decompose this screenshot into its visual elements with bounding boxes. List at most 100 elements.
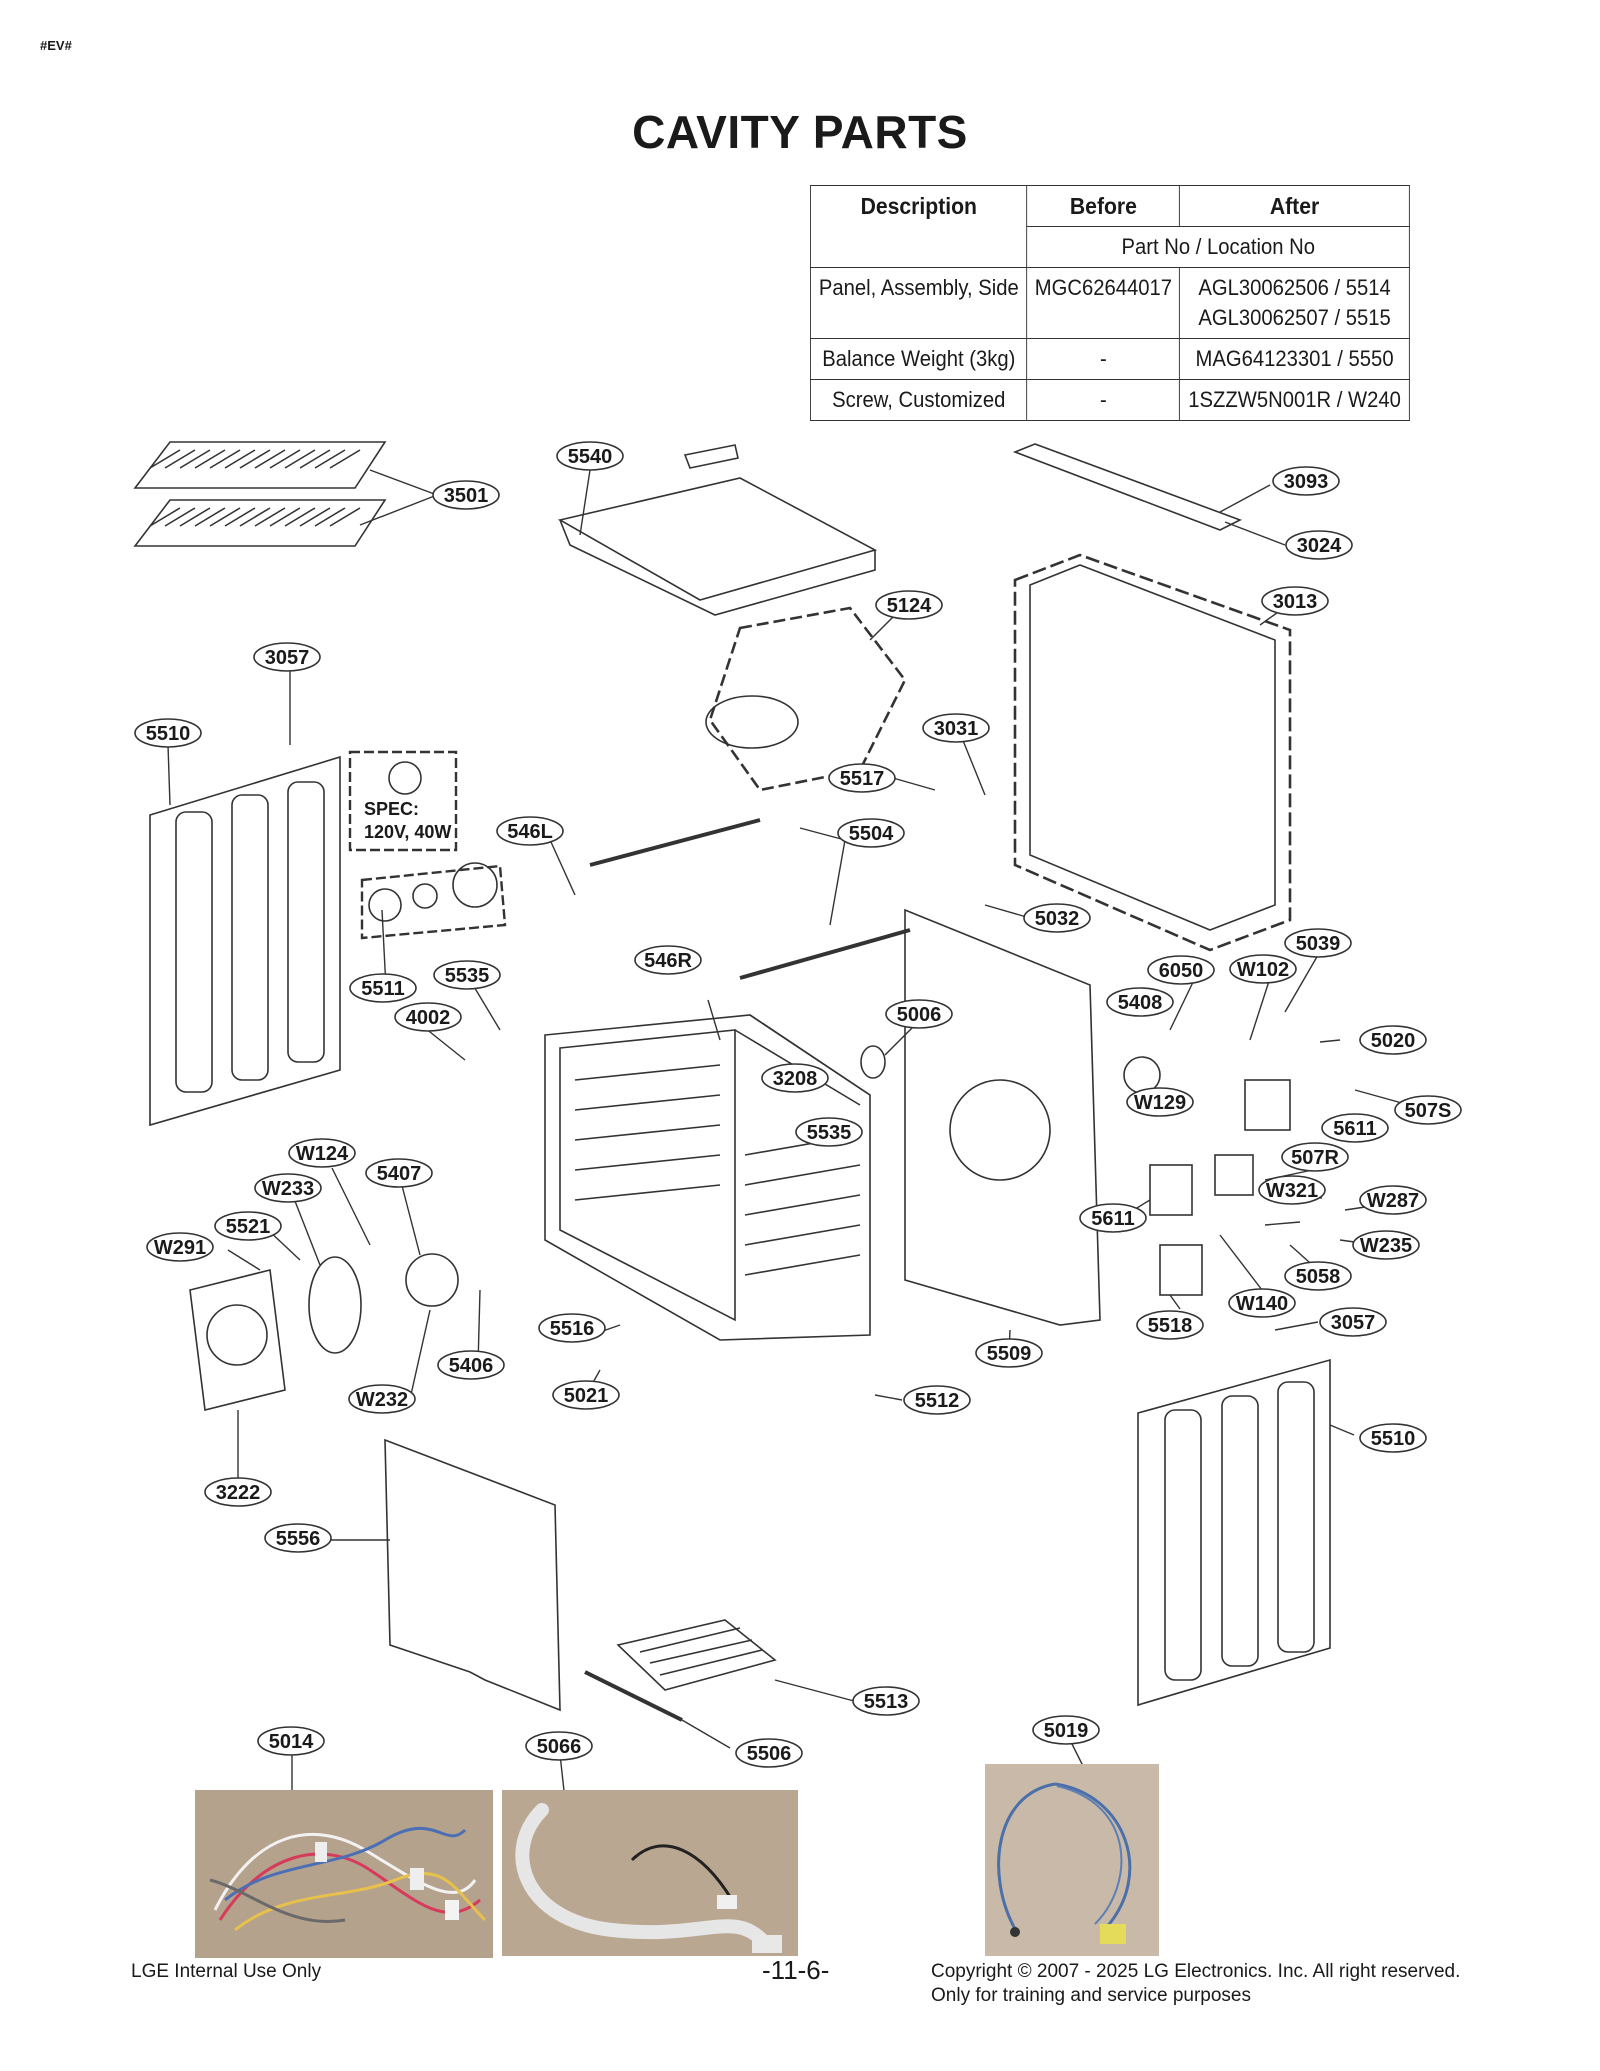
svg-text:5521: 5521 — [226, 1216, 271, 1238]
fan-motor-drawing — [705, 695, 799, 749]
bearing-drawing — [860, 1045, 886, 1079]
bulb-spec-box — [348, 750, 458, 852]
rear-cover-group — [1013, 553, 1292, 952]
part-callout: 3222 — [204, 1477, 272, 1507]
svg-text:3222: 3222 — [216, 1482, 261, 1504]
svg-text:3013: 3013 — [1273, 591, 1318, 613]
svg-text:W287: W287 — [1367, 1190, 1419, 1212]
rear-frame-drawing — [904, 908, 1101, 1326]
svg-text:507R: 507R — [1291, 1147, 1339, 1169]
part-callout: 5504 — [837, 818, 905, 848]
document-tag: #EV# — [40, 38, 72, 53]
copyright-line: Copyright © 2007 - 2025 LG Electronics. … — [931, 1961, 1461, 1982]
part-callout: 507S — [1394, 1095, 1462, 1125]
part-callout: 5540 — [556, 441, 624, 471]
part-callout: 5516 — [538, 1313, 606, 1343]
svg-text:5124: 5124 — [887, 595, 932, 617]
svg-text:5517: 5517 — [840, 768, 885, 790]
svg-text:5518: 5518 — [1148, 1315, 1193, 1337]
part-callout: 5019 — [1032, 1715, 1100, 1745]
wire-assembly-photo — [985, 1764, 1159, 1956]
row-description: Screw, Customized — [809, 379, 1028, 421]
part-callout: 5611 — [1321, 1113, 1389, 1143]
part-callout: 507R — [1281, 1142, 1349, 1172]
bulb-icon — [388, 761, 422, 795]
svg-text:W129: W129 — [1134, 1092, 1186, 1114]
part-callout: 5006 — [885, 999, 953, 1029]
callout-labels: 5540 3501 3093 3024 3013 5124 3057 5510 … — [134, 441, 1462, 1768]
svg-text:5535: 5535 — [445, 965, 490, 987]
part-callout: 5535 — [433, 960, 501, 990]
part-callout: 5506 — [735, 1738, 803, 1768]
svg-text:5407: 5407 — [377, 1163, 422, 1185]
footer-internal-note: LGE Internal Use Only — [131, 1961, 322, 1982]
part-callout: 3501 — [432, 480, 500, 510]
part-callout: 5058 — [1284, 1261, 1352, 1291]
svg-text:5006: 5006 — [897, 1004, 942, 1026]
part-callout: 3093 — [1272, 466, 1340, 496]
part-callout: 3024 — [1285, 530, 1353, 560]
row-after: MAG64123301 / 5550 — [1179, 338, 1410, 380]
part-callout: 5014 — [257, 1726, 325, 1756]
svg-text:546R: 546R — [644, 950, 692, 972]
side-panel-right-drawing — [1137, 1358, 1331, 1707]
svg-text:5506: 5506 — [747, 1743, 792, 1765]
part-callout: 3208 — [761, 1063, 829, 1093]
part-callout: W102 — [1229, 954, 1297, 984]
svg-text:W233: W233 — [262, 1178, 314, 1200]
oven-rack-drawing — [133, 441, 387, 547]
part-callout: 5511 — [349, 973, 417, 1003]
svg-text:5020: 5020 — [1371, 1030, 1416, 1052]
svg-text:5611: 5611 — [1333, 1118, 1376, 1140]
svg-text:W321: W321 — [1266, 1180, 1318, 1202]
svg-text:W291: W291 — [154, 1237, 206, 1259]
part-callout: 5556 — [264, 1523, 332, 1553]
part-callout: 5406 — [437, 1350, 505, 1380]
svg-text:5039: 5039 — [1296, 933, 1341, 955]
part-callout: 5535 — [795, 1117, 863, 1147]
part-callout: 5517 — [828, 763, 896, 793]
subheader-part-location: Part No / Location No — [1026, 226, 1410, 268]
parts-change-table: Description Before After Part No / Locat… — [809, 185, 1410, 421]
part-callout: 3031 — [922, 713, 990, 743]
bake-element-drawing — [616, 1619, 777, 1691]
svg-text:5511: 5511 — [361, 978, 404, 1000]
part-callout: 5510 — [1359, 1423, 1427, 1453]
svg-text:W140: W140 — [1236, 1293, 1288, 1315]
part-callout: 5124 — [875, 590, 943, 620]
part-callout: W321 — [1258, 1175, 1326, 1205]
svg-text:5540: 5540 — [568, 446, 613, 468]
door-gasket-drawing — [384, 1438, 561, 1712]
row-before: - — [1026, 338, 1181, 380]
control-board-drawing — [1244, 1079, 1291, 1131]
hose-photo — [502, 1790, 798, 1956]
part-callout: 5407 — [365, 1158, 433, 1188]
bracket-drawing — [584, 1670, 683, 1722]
part-callout: 5509 — [975, 1338, 1043, 1368]
table-row: Screw, Customized - 1SZZW5N001R / W240 — [809, 379, 1410, 421]
svg-text:546L: 546L — [507, 821, 553, 843]
svg-text:5021: 5021 — [564, 1385, 609, 1407]
bulb-spec-line: SPEC: — [364, 799, 419, 819]
svg-text:6050: 6050 — [1159, 960, 1204, 982]
training-note: Only for training and service purposes — [931, 1985, 1251, 2006]
part-callout: 5513 — [852, 1686, 920, 1716]
part-callout: 5066 — [525, 1731, 593, 1761]
row-after: AGL30062506 / 5514 AGL30062507 / 5515 — [1179, 267, 1410, 339]
svg-text:5556: 5556 — [276, 1528, 321, 1550]
svg-text:5512: 5512 — [915, 1390, 960, 1412]
after-value: AGL30062506 / 5514 — [1198, 275, 1391, 300]
svg-text:W124: W124 — [296, 1143, 349, 1165]
part-callout: 546R — [634, 945, 702, 975]
wire-harness-photo — [195, 1790, 493, 1958]
table-header-row: Description Before After — [809, 185, 1410, 268]
after-value: AGL30062507 / 5515 — [1198, 305, 1391, 330]
svg-text:3057: 3057 — [265, 647, 310, 669]
part-callout: 546L — [496, 816, 564, 846]
part-callout: 3013 — [1261, 586, 1329, 616]
svg-text:5058: 5058 — [1296, 1266, 1341, 1288]
svg-text:5516: 5516 — [550, 1318, 595, 1340]
row-before: - — [1026, 379, 1181, 421]
svg-text:W102: W102 — [1237, 959, 1289, 981]
